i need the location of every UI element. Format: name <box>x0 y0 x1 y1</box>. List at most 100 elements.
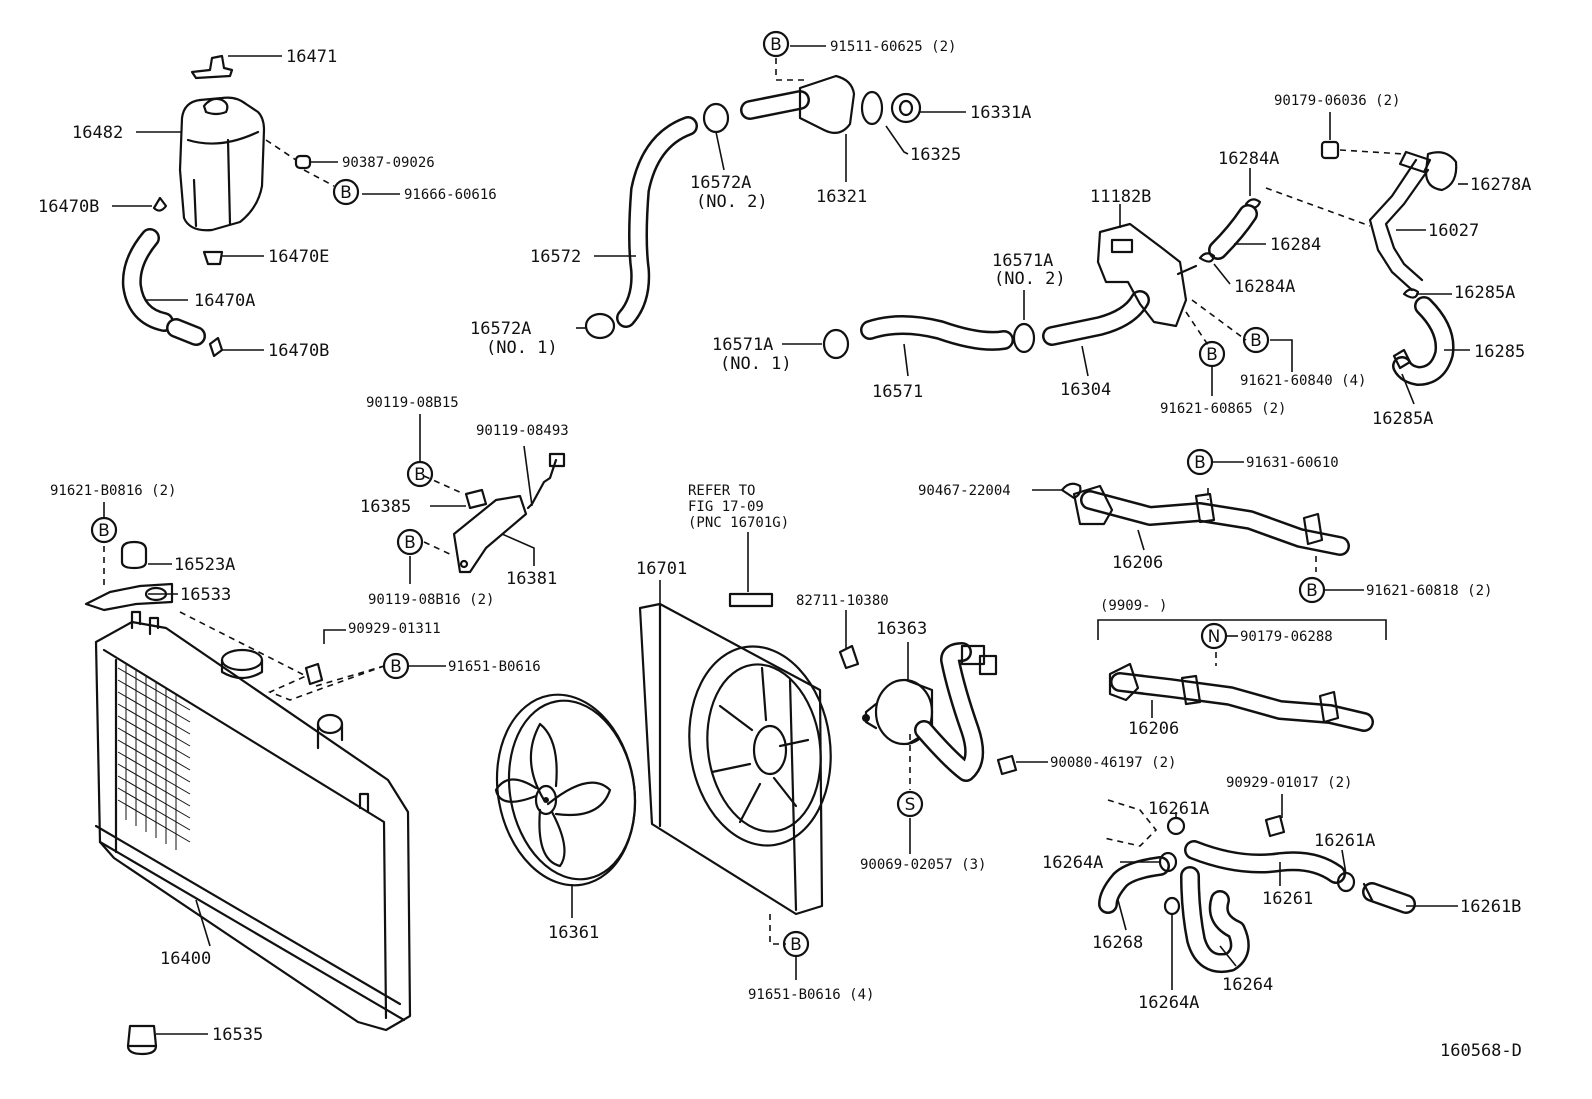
refer-note-line3: (PNC 16701G) <box>688 515 789 531</box>
badge-n-90179-06288: N <box>1200 622 1228 650</box>
label-16400: 16400 <box>160 949 211 969</box>
label-91621-B0816: 91621-B0816 (2) <box>50 483 176 499</box>
clamp-16285A-bottom <box>1392 348 1412 370</box>
fan-hub-center <box>543 797 549 803</box>
hose-16572 <box>616 116 698 328</box>
engine-outline <box>1103 799 1158 847</box>
svg-text:B: B <box>1206 345 1218 365</box>
clip-16470B-bottom <box>208 336 224 358</box>
label-16325: 16325 <box>910 145 961 165</box>
svg-text:B: B <box>1306 581 1318 601</box>
label-16381: 16381 <box>506 569 557 589</box>
clip-16571A-no2 <box>1012 322 1036 354</box>
label-90929-01311: 90929-01311 <box>348 621 441 637</box>
label-16571A-no1-sub: (NO. 1) <box>720 354 792 374</box>
label-16284: 16284 <box>1270 235 1321 255</box>
svg-text:B: B <box>414 465 426 485</box>
label-16385: 16385 <box>360 497 411 517</box>
svg-text:B: B <box>790 935 802 955</box>
pipe-16206-upper-flange <box>1072 484 1114 526</box>
label-16571: 16571 <box>872 382 923 402</box>
radiator-cap-filler <box>220 648 264 680</box>
badge-b-91621-60865: B <box>1198 340 1226 368</box>
label-16523A: 16523A <box>174 555 235 575</box>
pipe-16206-lower-bracket-a <box>1180 674 1202 706</box>
diagram-id: 160568-D <box>1440 1041 1522 1061</box>
label-16572A-no2: 16572A <box>690 173 751 193</box>
clamp-16284A-bottom <box>1198 252 1216 263</box>
label-16535: 16535 <box>212 1025 263 1045</box>
hose-90467-22004 <box>1060 482 1082 500</box>
range-label-9909: (9909- ) <box>1100 598 1167 614</box>
cap-16523A <box>120 540 148 570</box>
clip-16572A-no1 <box>584 312 616 340</box>
fan-16361 <box>495 693 637 887</box>
drain-cap-16470E <box>202 250 224 266</box>
label-16533: 16533 <box>180 585 231 605</box>
shroud-spokes <box>710 666 810 824</box>
label-16304: 16304 <box>1060 380 1111 400</box>
motor-group <box>838 642 1018 782</box>
label-91621-60865: 91621-60865 (2) <box>1160 401 1286 417</box>
svg-text:B: B <box>404 533 416 553</box>
label-11182B: 11182B <box>1090 187 1151 207</box>
label-91621-60818: 91621-60818 (2) <box>1366 583 1492 599</box>
range-bracket <box>1097 619 1387 640</box>
upper-hose-group <box>584 74 922 340</box>
pipe-16304 <box>1042 290 1150 346</box>
label-91631-60610: 91631-60610 <box>1246 455 1339 471</box>
hose-16470A <box>121 228 206 346</box>
drain-16535-base <box>126 1044 158 1056</box>
label-90119-08B15: 90119-08B15 <box>366 395 459 411</box>
hose-16571 <box>860 315 1014 351</box>
inlet-bolt <box>1176 264 1198 276</box>
hose-16264 <box>1180 866 1250 973</box>
reservoir-group <box>121 54 312 358</box>
label-90080-46197: 90080-46197 (2) <box>1050 755 1176 771</box>
labels: 16471 16482 90387-09026 91666-60616 1647… <box>38 39 1531 1061</box>
reservoir-bracket-16471 <box>190 54 234 80</box>
shroud-ring-inner <box>706 663 822 833</box>
fan-rim <box>507 699 637 881</box>
badge-b-91651-B0616: B <box>382 652 410 680</box>
bolt-90119-08493 <box>526 458 558 510</box>
label-16264A-top: 16264A <box>1042 853 1103 873</box>
label-16261B: 16261B <box>1460 897 1521 917</box>
label-16261A-right: 16261A <box>1314 831 1375 851</box>
radiator-16400 <box>94 620 412 1032</box>
label-91651-B0616-4: 91651-B0616 (4) <box>748 987 874 1003</box>
label-16206-upper: 16206 <box>1112 553 1163 573</box>
reservoir-tank-16482 <box>178 96 266 232</box>
fan-blades <box>494 722 612 868</box>
svg-text:B: B <box>770 35 782 55</box>
shroud-ring <box>688 645 832 847</box>
label-16027: 16027 <box>1428 221 1479 241</box>
radiator-mount-tabs <box>130 610 370 814</box>
reservoir-ridge <box>186 130 260 228</box>
label-16264: 16264 <box>1222 975 1273 995</box>
badge-b-91621-B0816: B <box>90 516 118 544</box>
label-16482: 16482 <box>72 123 123 143</box>
water-inlet-11182B <box>1096 222 1188 328</box>
label-90179-06288: 90179-06288 <box>1240 629 1333 645</box>
pipe-16206-upper-bracket-a <box>1194 492 1216 524</box>
pipe-16206-upper-group <box>1060 482 1350 556</box>
label-16571A-no1: 16571A <box>712 335 773 355</box>
label-90179-06036: 90179-06036 (2) <box>1274 93 1400 109</box>
hose-16268 <box>1098 856 1170 914</box>
svg-text:B: B <box>1194 453 1206 473</box>
label-90467-22004: 90467-22004 <box>918 483 1011 499</box>
label-16321: 16321 <box>816 187 867 207</box>
label-91651-B0616: 91651-B0616 <box>448 659 541 675</box>
label-16285: 16285 <box>1474 342 1525 362</box>
clip-82711-10380 <box>838 644 860 670</box>
clip-16571A-no1 <box>822 328 850 360</box>
svg-text:B: B <box>390 657 402 677</box>
pipe-16206-lower-flange <box>1108 662 1140 702</box>
svg-text:N: N <box>1208 627 1221 647</box>
shroud-hub <box>752 724 788 776</box>
label-16470B-top: 16470B <box>38 197 99 217</box>
label-16278A: 16278A <box>1470 175 1531 195</box>
label-90929-01017: 90929-01017 (2) <box>1226 775 1352 791</box>
